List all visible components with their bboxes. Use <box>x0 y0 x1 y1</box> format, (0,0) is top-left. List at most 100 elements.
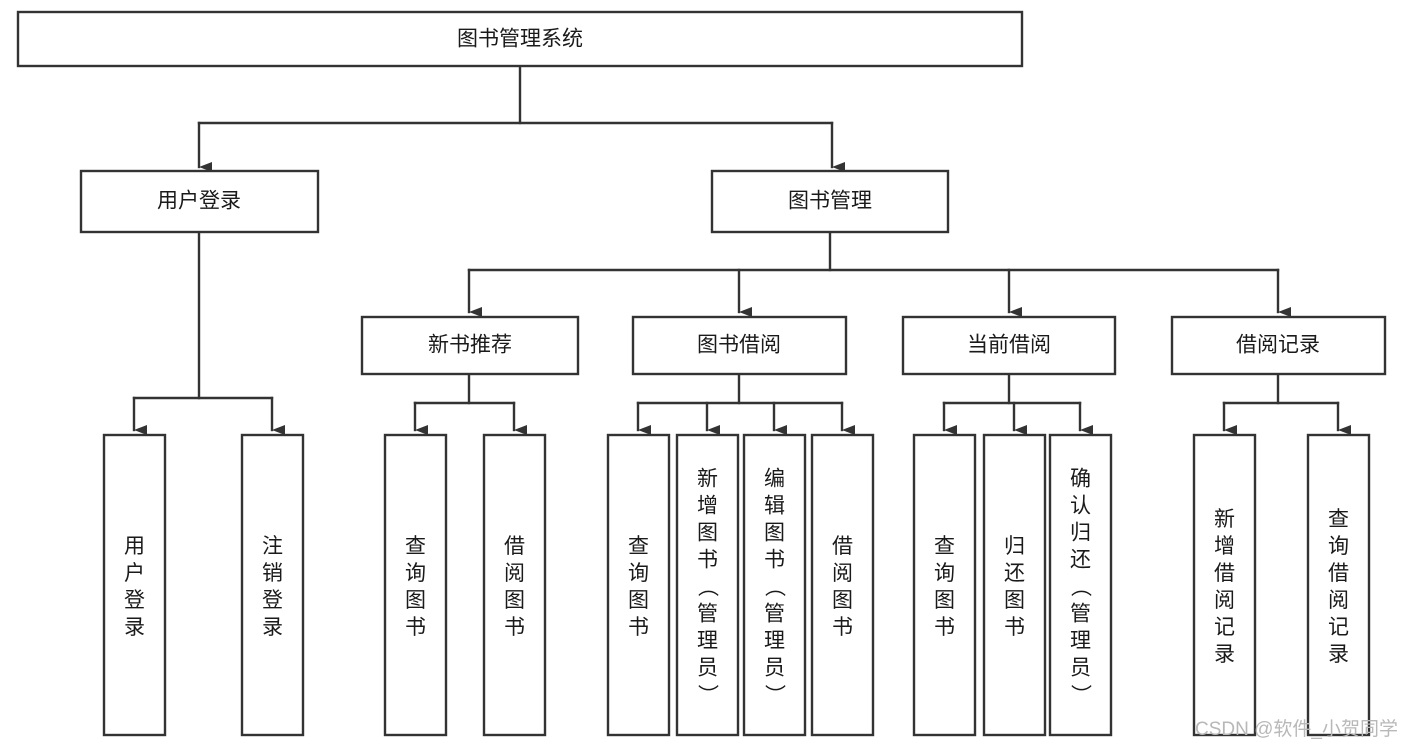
glyph: 图 <box>405 589 426 612</box>
leaf-return-book-rect[interactable] <box>982 433 1047 737</box>
leaf-user-login-rect[interactable] <box>102 433 167 737</box>
glyph: 录 <box>262 616 283 639</box>
glyph: 归 <box>1070 522 1091 545</box>
glyph: 用 <box>124 535 145 558</box>
node-user-login[interactable]: 用户登录 <box>79 169 320 234</box>
leaf-add-book-rect[interactable] <box>675 433 740 737</box>
connector-layer <box>132 64 1351 435</box>
glyph: 录 <box>1214 643 1235 666</box>
node-book-borrow-rect[interactable] <box>631 315 848 376</box>
glyph: 查 <box>405 535 426 558</box>
glyph: 图 <box>504 589 525 612</box>
leaf-query-book-1-rect[interactable] <box>383 433 448 737</box>
glyph: 图 <box>628 589 649 612</box>
glyph: 增 <box>1214 535 1235 558</box>
node-new-book-recommend[interactable]: 新书推荐 <box>360 315 580 376</box>
glyph: 阅 <box>1214 589 1235 612</box>
glyph: 查 <box>628 535 649 558</box>
leaf-query-book-2-rect[interactable] <box>606 433 671 737</box>
leaf-confirm-return-rect[interactable] <box>1048 433 1113 737</box>
node-user-login-rect[interactable] <box>79 169 320 234</box>
glyph: 归 <box>1004 535 1025 558</box>
glyph: 登 <box>124 589 145 612</box>
glyph: 查 <box>1328 508 1349 531</box>
glyph: 图 <box>764 522 785 545</box>
glyph: 借 <box>504 535 525 558</box>
node-book-manage-label: 图书管理 <box>788 190 872 213</box>
leaf-borrow-book-2-rect[interactable] <box>810 433 875 737</box>
node-book-borrow-label: 图书借阅 <box>697 334 781 357</box>
node-book-borrow[interactable]: 图书借阅 <box>631 315 848 376</box>
glyph: ） <box>696 684 719 705</box>
leaf-query-book-3-rect[interactable] <box>912 433 977 737</box>
leaf-borrow-book-1-rect[interactable] <box>482 433 547 737</box>
node-root[interactable]: 图书管理系统 <box>16 10 1024 68</box>
glyph: 询 <box>1328 535 1349 558</box>
glyph: 增 <box>697 495 718 518</box>
node-borrow-record[interactable]: 借阅记录 <box>1170 315 1387 376</box>
glyph: 书 <box>934 616 955 639</box>
edge-borrowrecord-to-leaves <box>1222 372 1351 435</box>
glyph: 认 <box>1070 495 1091 518</box>
glyph: 登 <box>262 589 283 612</box>
node-current-borrow[interactable]: 当前借阅 <box>901 315 1117 376</box>
node-current-borrow-label: 当前借阅 <box>967 334 1051 357</box>
edge-newbook-to-leaves <box>413 372 527 435</box>
glyph: 阅 <box>832 562 853 585</box>
glyph: 员 <box>764 657 785 680</box>
glyph: 编 <box>764 468 785 491</box>
glyph: 录 <box>124 616 145 639</box>
node-borrow-record-label: 借阅记录 <box>1236 334 1320 357</box>
glyph: 录 <box>1328 643 1349 666</box>
glyph: 书 <box>832 616 853 639</box>
leaf-user-login[interactable]: 用户登录 <box>102 433 167 737</box>
glyph: 询 <box>628 562 649 585</box>
leaf-edit-book-rect[interactable] <box>742 433 807 737</box>
glyph: 管 <box>764 603 785 626</box>
leaf-add-record-rect[interactable] <box>1192 433 1257 737</box>
glyph: 查 <box>934 535 955 558</box>
edge-bookborrow-to-leaves <box>636 372 855 435</box>
glyph: 新 <box>697 468 718 491</box>
csdn-watermark: CSDN @软件_小贺同学 <box>1195 718 1398 740</box>
glyph: （ <box>763 576 786 597</box>
glyph: 还 <box>1070 549 1091 572</box>
leaf-query-record-rect[interactable] <box>1306 433 1371 737</box>
node-borrow-record-rect[interactable] <box>1170 315 1387 376</box>
leaf-logout-rect[interactable] <box>240 433 305 737</box>
glyph: 书 <box>405 616 426 639</box>
node-book-manage-rect[interactable] <box>710 169 950 234</box>
node-new-book-recommend-rect[interactable] <box>360 315 580 376</box>
leaf-user-login-label: 用户登录 <box>124 535 145 639</box>
node-current-borrow-rect[interactable] <box>901 315 1117 376</box>
node-root-rect[interactable] <box>16 10 1024 68</box>
node-book-manage[interactable]: 图书管理 <box>710 169 950 234</box>
glyph: 阅 <box>504 562 525 585</box>
edge-bookmanage-to-level3 <box>467 230 1291 317</box>
glyph: 新 <box>1214 508 1235 531</box>
glyph: 书 <box>1004 616 1025 639</box>
glyph: 员 <box>1070 657 1091 680</box>
glyph: 确 <box>1070 468 1091 491</box>
